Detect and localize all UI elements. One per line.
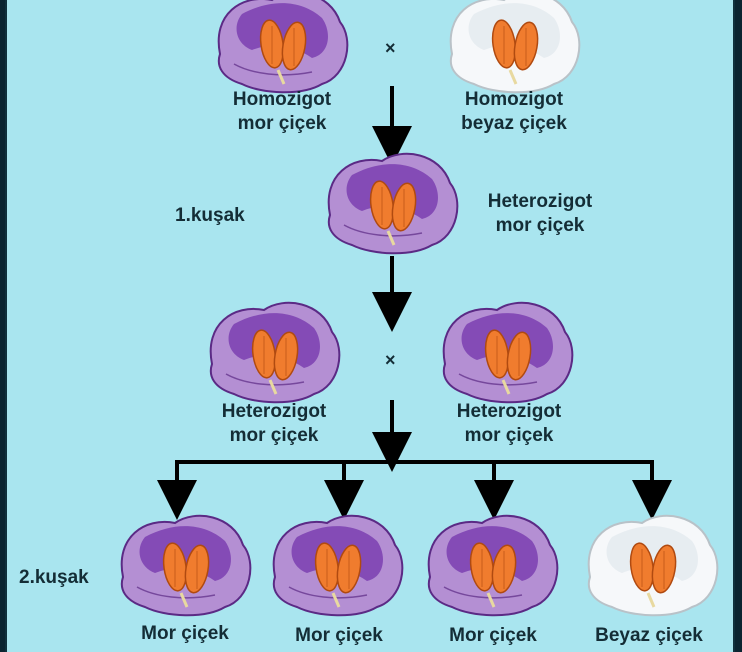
f2-label-4: Beyaz çiçek: [569, 624, 729, 648]
diagram-graphics: [7, 0, 737, 652]
f1-cross-left-label-line2: mor çiçek: [199, 424, 349, 448]
f1-cross-right-label-line2: mor çiçek: [434, 424, 584, 448]
parent-right-label-line2: beyaz çiçek: [439, 112, 589, 136]
parent-right-flower: [451, 0, 580, 92]
cross-symbol-f1: ×: [385, 350, 396, 371]
parent-left-label-line1: Homozigot: [207, 88, 357, 112]
generation-2-label: 2.kuşak: [19, 566, 89, 590]
parent-right-label-line1: Homozigot: [439, 88, 589, 112]
f1-cross-left-label-line1: Heterozigot: [199, 400, 349, 424]
f2-label-1: Mor çiçek: [115, 622, 255, 646]
f2-flower-1: [122, 516, 251, 615]
parent-right-label: Homozigot beyaz çiçek: [439, 88, 589, 136]
f1-cross-left-flower: [211, 303, 340, 402]
parent-left-flower: [219, 0, 348, 92]
f2-flower-2: [274, 516, 403, 615]
f2-flower-3: [429, 516, 558, 615]
f1-label-line2: mor çiçek: [465, 214, 615, 238]
f1-label-line1: Heterozigot: [465, 190, 615, 214]
cross-symbol-p: ×: [385, 38, 396, 59]
generation-1-label: 1.kuşak: [175, 204, 245, 228]
f2-flower-4: [589, 516, 718, 615]
f1-flower: [329, 154, 458, 253]
f1-label: Heterozigot mor çiçek: [465, 190, 615, 238]
diagram-panel: × × Homozigot mor çiçek Homozigot beyaz …: [5, 0, 735, 652]
f2-label-2: Mor çiçek: [269, 624, 409, 648]
parent-left-label-line2: mor çiçek: [207, 112, 357, 136]
parent-left-label: Homozigot mor çiçek: [207, 88, 357, 136]
f2-label-3: Mor çiçek: [423, 624, 563, 648]
f1-cross-right-flower: [444, 303, 573, 402]
f1-cross-right-label-line1: Heterozigot: [434, 400, 584, 424]
f1-cross-right-label: Heterozigot mor çiçek: [434, 400, 584, 448]
f1-cross-left-label: Heterozigot mor çiçek: [199, 400, 349, 448]
